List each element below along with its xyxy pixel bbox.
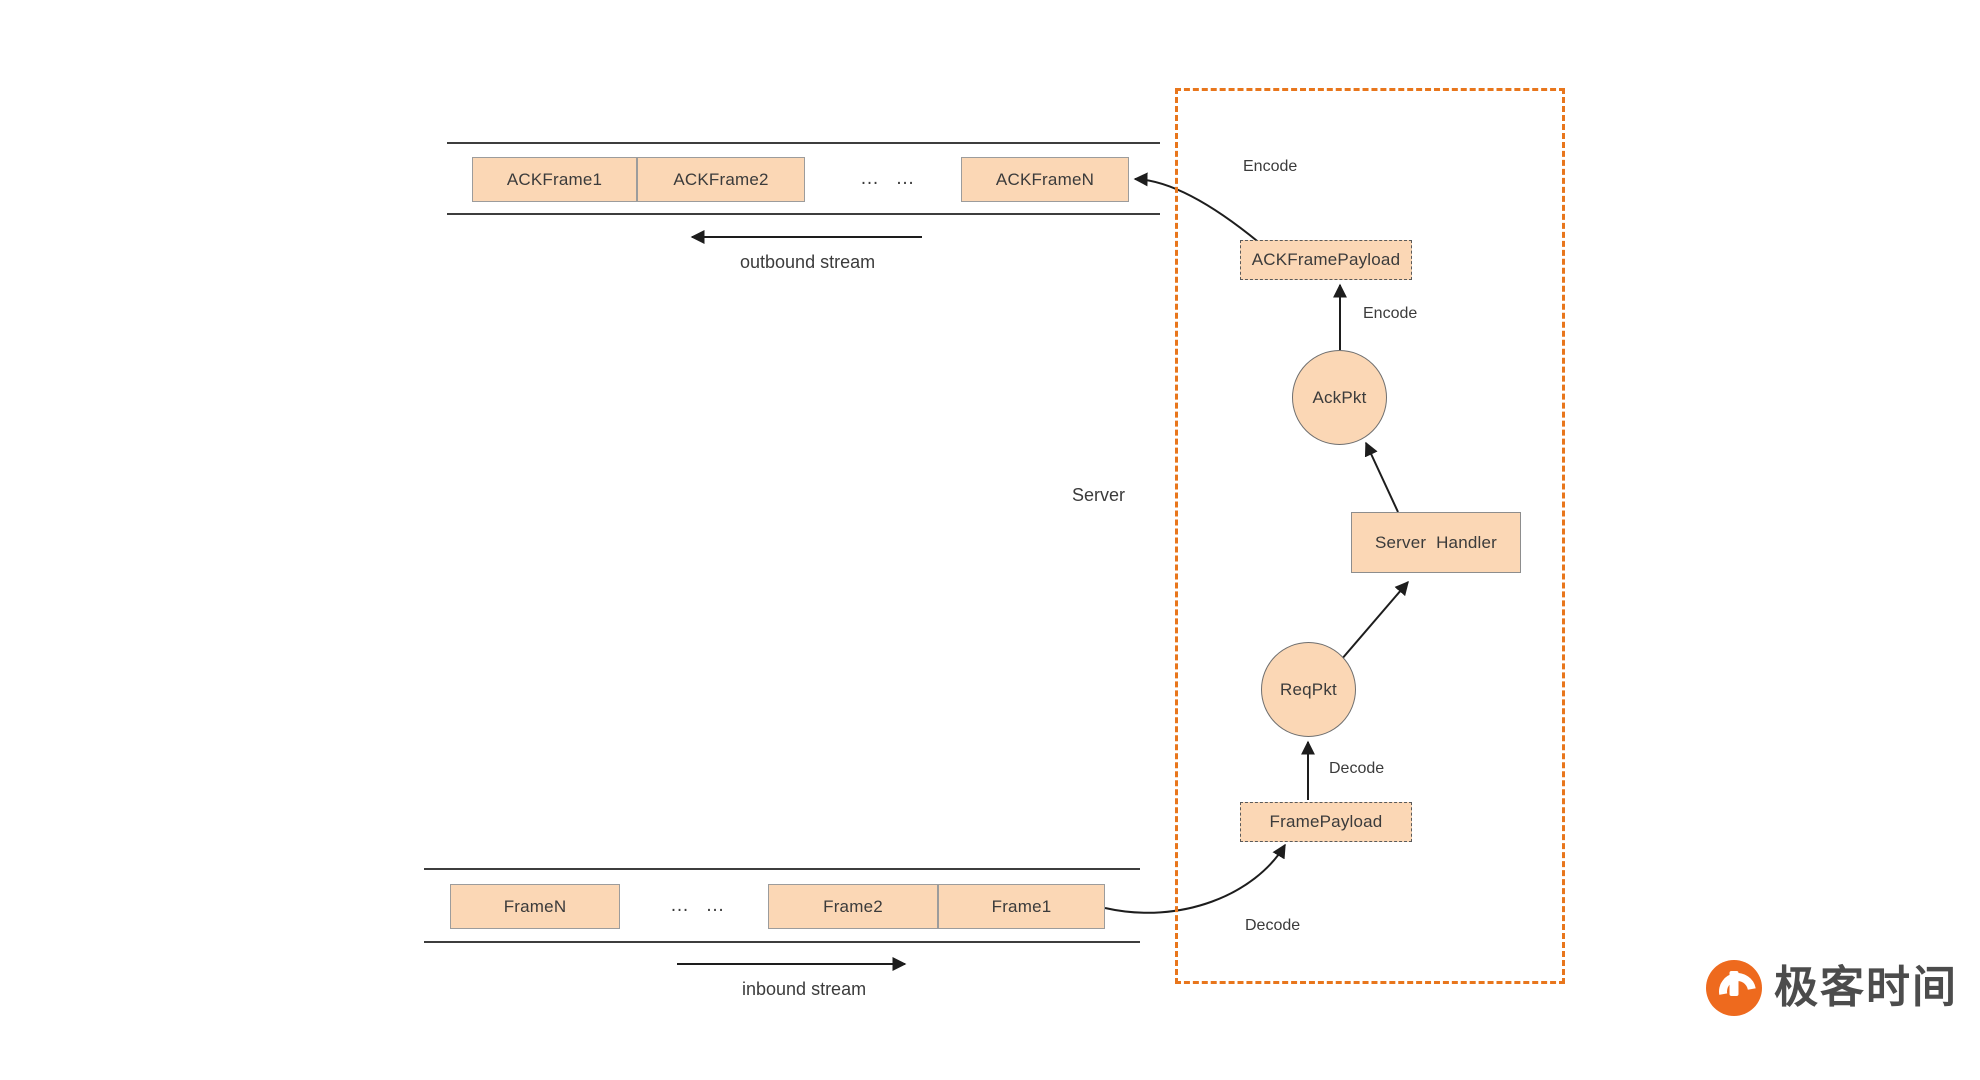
server-handler-node: Server Handler bbox=[1351, 512, 1521, 573]
outbound-frame-cell-1: ACKFrame1 bbox=[472, 157, 637, 202]
edge-label-decode-packet: Decode bbox=[1329, 760, 1385, 777]
req-pkt-node: ReqPkt bbox=[1261, 642, 1356, 737]
edge-label-decode-inbound: Decode bbox=[1245, 917, 1301, 934]
ack-frame-payload-node: ACKFramePayload bbox=[1240, 240, 1412, 280]
outbound-frame-cell-2: ACKFrame2 bbox=[637, 157, 805, 202]
watermark-text: 极客时间 bbox=[1774, 963, 1958, 1012]
edge-label-encode-packet: Encode bbox=[1363, 305, 1418, 322]
watermark: 极客时间 bbox=[1706, 960, 1958, 1016]
outbound-frame-cell-n: ACKFrameN bbox=[961, 157, 1129, 202]
outbound-stream-label: outbound stream bbox=[740, 252, 876, 272]
frame-payload-node: FramePayload bbox=[1240, 802, 1412, 842]
inbound-frame-cell-2: Frame2 bbox=[768, 884, 938, 929]
geektime-logo-icon bbox=[1706, 960, 1762, 1016]
server-zone-boundary bbox=[1175, 88, 1565, 984]
inbound-frame-cell-n: FrameN bbox=[450, 884, 620, 929]
server-zone-label: Server bbox=[1072, 485, 1126, 505]
edge-label-encode-outbound: Encode bbox=[1243, 158, 1298, 175]
inbound-ellipsis: … … bbox=[670, 895, 727, 916]
inbound-stream-label: inbound stream bbox=[742, 979, 867, 999]
outbound-ellipsis: … … bbox=[860, 168, 917, 189]
ack-pkt-node: AckPkt bbox=[1292, 350, 1387, 445]
inbound-frame-cell-1: Frame1 bbox=[938, 884, 1105, 929]
